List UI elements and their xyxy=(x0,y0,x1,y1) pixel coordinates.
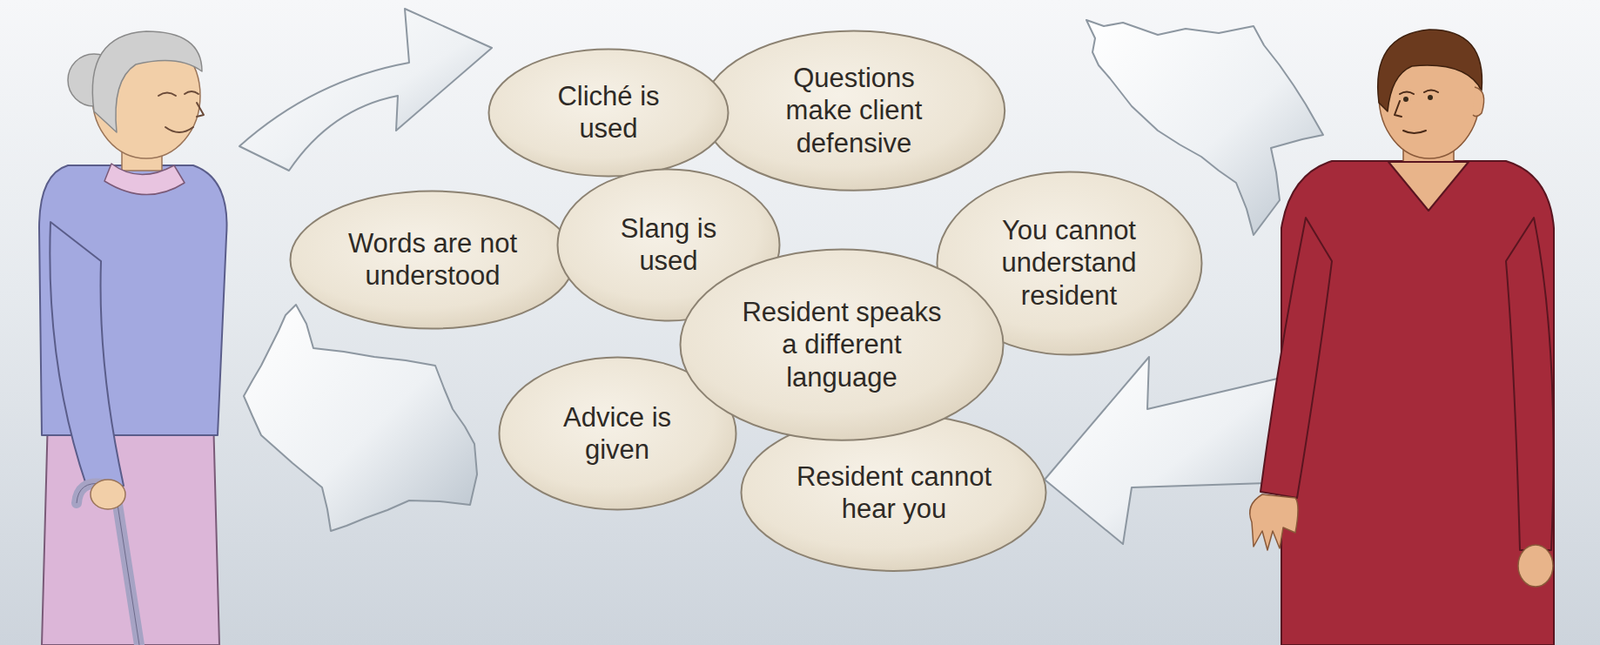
node-text-group: Slang is used xyxy=(605,212,733,277)
node-text-group: Advice is given xyxy=(551,401,683,466)
hand xyxy=(90,479,126,510)
elderly-resident-figure xyxy=(39,31,228,645)
scrubs xyxy=(1281,161,1554,645)
ellipse-shape xyxy=(290,190,575,329)
node-text-group: You cannot understand resident xyxy=(990,214,1148,312)
ellipse-node: Questions make client defensive xyxy=(701,29,1007,192)
node-label: Cliché is used xyxy=(543,80,674,145)
caregiver-figure xyxy=(1250,29,1554,645)
ellipse-shape xyxy=(741,414,1047,572)
ellipse-outline xyxy=(487,47,730,178)
node-label: Words are not understood xyxy=(338,227,526,292)
ellipse-node: Resident speaks a different language xyxy=(678,248,1005,442)
node-text-group: Words are not understood xyxy=(338,227,526,292)
skirt xyxy=(41,416,220,645)
eye xyxy=(1427,94,1433,101)
ellipse-node: Cliché is used xyxy=(487,47,730,178)
node-label: Resident speaks a different language xyxy=(734,295,948,394)
node-label: Resident cannot hear you xyxy=(785,460,1003,525)
node-text-group: Questions make client defensive xyxy=(771,61,937,160)
ear xyxy=(1472,87,1485,117)
ellipse-shape xyxy=(703,30,1006,190)
node-text-group: Resident cannot hear you xyxy=(785,460,1003,525)
eye xyxy=(1403,96,1409,102)
v-neck xyxy=(1388,161,1469,211)
arm xyxy=(1260,217,1332,498)
ellipse-shape xyxy=(498,357,736,511)
ellipse-outline xyxy=(289,189,576,330)
torn-arrow xyxy=(243,304,478,532)
ellipse-outline xyxy=(739,412,1048,572)
node-text-group: Cliché is used xyxy=(543,80,674,145)
ellipse-shape xyxy=(489,48,729,176)
face xyxy=(1394,90,1439,135)
node-label: You cannot understand resident xyxy=(990,214,1148,312)
arm xyxy=(1505,217,1554,551)
hair xyxy=(92,31,202,133)
face xyxy=(158,91,204,133)
hand xyxy=(1518,544,1553,587)
node-label: Questions make client defensive xyxy=(771,61,937,160)
node-label: Advice is given xyxy=(551,401,683,466)
ellipse-node: Resident cannot hear you xyxy=(739,412,1048,572)
curved-arrow xyxy=(239,8,492,171)
sleeve xyxy=(49,221,124,488)
collar xyxy=(104,163,185,195)
node-label: Slang is used xyxy=(605,212,733,277)
node-text-group: Resident speaks a different language xyxy=(734,295,948,394)
ellipse-node: Words are not understood xyxy=(289,189,576,330)
ellipse-shape xyxy=(679,248,1003,440)
hand xyxy=(1250,494,1298,551)
hair xyxy=(1378,29,1483,112)
